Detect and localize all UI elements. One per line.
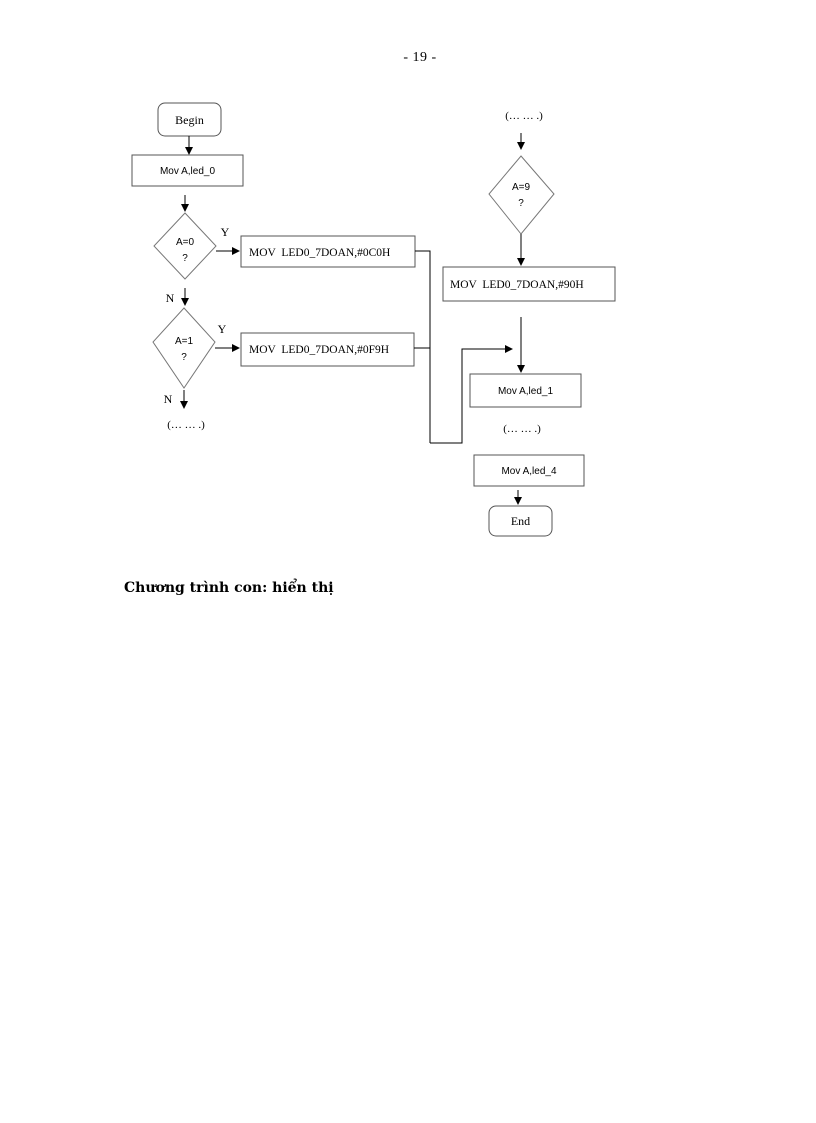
connector-merge-to-right	[430, 345, 513, 444]
begin-label: Begin	[175, 113, 204, 127]
process-mov-led0	[131, 154, 244, 187]
process-mov-led4	[473, 454, 585, 487]
process-mov-led0-label: Mov A,led_0	[160, 166, 215, 177]
decision-a0-line2: ?	[182, 253, 188, 264]
decision-a1-yes-label: Y	[218, 322, 227, 336]
process-mov-0f9h	[240, 332, 415, 367]
decision-a1-line1: A=1	[175, 336, 194, 347]
left-continuation-ellipsis: (… … .)	[167, 419, 205, 431]
process-mov-0c0h-label: MOV LED0_7DOAN,#0C0H	[249, 247, 390, 259]
decision-a0-yes-label: Y	[221, 225, 230, 239]
process-mov-0f9h-label: MOV LED0_7DOAN,#0F9H	[249, 344, 389, 356]
decision-a0-no-label: N	[166, 291, 175, 305]
flowchart: Begin Mov A,led_0 A=0 ? Y MOV LED0_7DOAN…	[131, 102, 616, 537]
process-mov-led4-label: Mov A,led_4	[501, 466, 556, 477]
section-heading: Chương trình con: hiển thị	[124, 580, 334, 596]
process-mov-led1-label: Mov A,led_1	[498, 386, 553, 397]
page-number: - 19 -	[403, 50, 437, 65]
connector-0c0h-to-merge	[415, 250, 431, 443]
decision-a1-no-label: N	[164, 392, 173, 406]
process-mov-90h	[442, 266, 616, 302]
decision-a0	[153, 212, 217, 280]
decision-a9-line2: ?	[518, 198, 524, 209]
process-mov-led1	[469, 373, 582, 408]
decision-a9-line1: A=9	[512, 182, 531, 193]
decision-a9	[488, 155, 555, 235]
right-continuation-mid: (… … .)	[503, 423, 541, 435]
decision-a1-line2: ?	[181, 352, 187, 363]
right-continuation-top: (… … .)	[505, 110, 543, 122]
decision-a1	[152, 307, 216, 389]
decision-a0-line1: A=0	[176, 237, 195, 248]
end-label: End	[511, 514, 530, 528]
process-mov-90h-label: MOV LED0_7DOAN,#90H	[450, 279, 584, 291]
end-terminator	[488, 505, 553, 537]
